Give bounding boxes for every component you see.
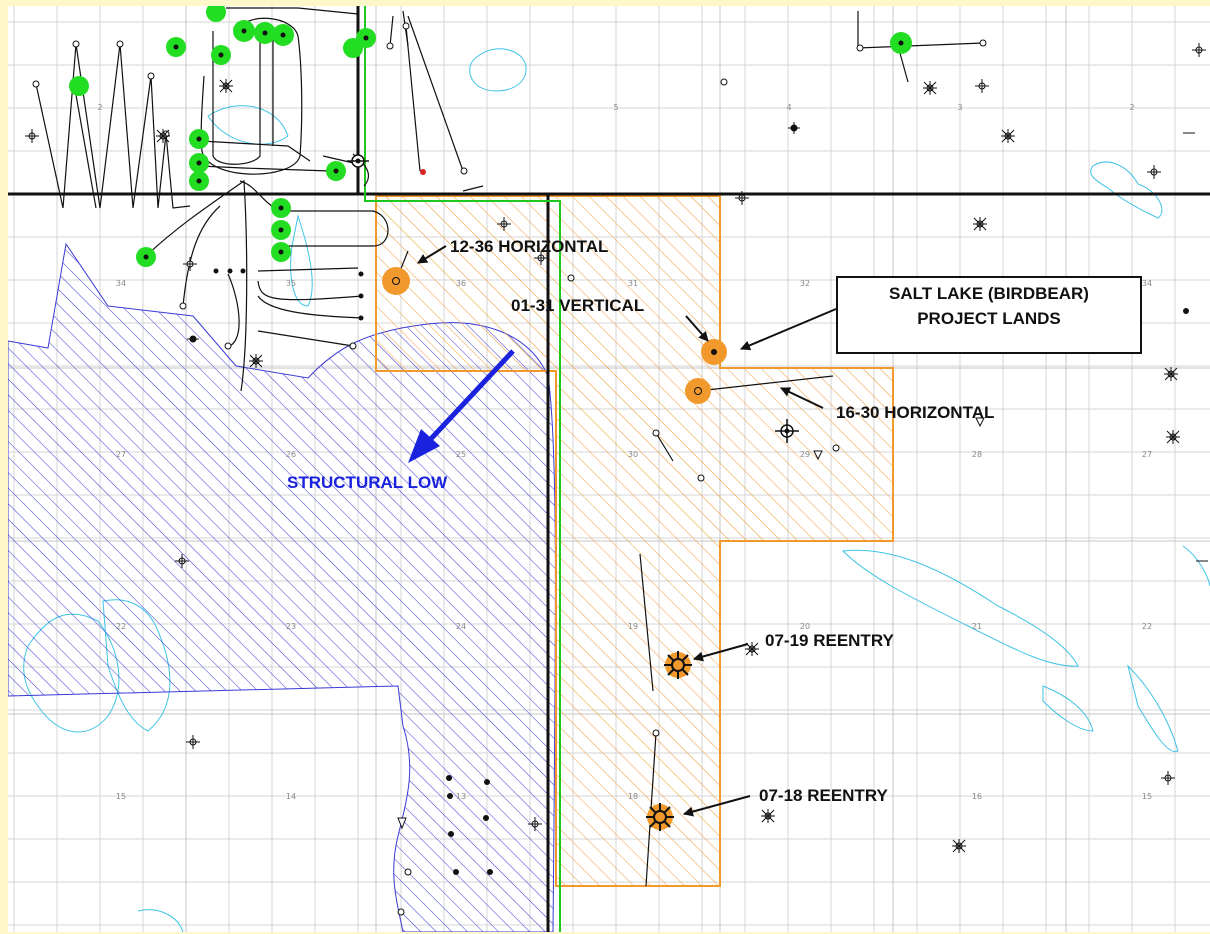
structural-low-arrow bbox=[408, 349, 515, 463]
label-project-lands-line1: SALT LAKE (BIRDBEAR) bbox=[889, 284, 1089, 303]
well-12-36 bbox=[382, 267, 410, 295]
lake-1 bbox=[841, 549, 1079, 667]
section-number: 26 bbox=[286, 450, 296, 459]
label-16-30-horizontal: 16-30 HORIZONTAL bbox=[836, 403, 994, 422]
section-number: 5 bbox=[613, 103, 618, 112]
well-07-18 bbox=[646, 803, 674, 831]
project-wells bbox=[382, 267, 727, 831]
pond-5 bbox=[1042, 685, 1094, 732]
label-01-31-vertical: 01-31 VERTICAL bbox=[511, 296, 644, 315]
abandoned-markers bbox=[397, 417, 985, 830]
section-number: 18 bbox=[628, 792, 638, 801]
section-number: 24 bbox=[456, 622, 466, 631]
label-project-lands-line2: PROJECT LANDS bbox=[917, 309, 1061, 328]
red-star-marker bbox=[420, 169, 426, 175]
section-number: 25 bbox=[456, 450, 466, 459]
pond-3 bbox=[207, 105, 289, 145]
section-number: 29 bbox=[800, 450, 810, 459]
well-map[interactable]: 2 5 4 3 2 34 35 36 31 32 34 27 26 25 30 … bbox=[8, 6, 1210, 932]
section-number: 3 bbox=[957, 103, 962, 112]
well-16-30 bbox=[685, 378, 711, 404]
section-number: 27 bbox=[1142, 450, 1152, 459]
section-number: 16 bbox=[972, 792, 982, 801]
location-markers bbox=[32, 22, 987, 916]
section-number: 27 bbox=[116, 450, 126, 459]
pond-7 bbox=[1182, 545, 1210, 587]
green-boundary-line bbox=[364, 6, 561, 932]
label-07-18-reentry: 07-18 REENTRY bbox=[759, 786, 888, 805]
section-number: 19 bbox=[628, 622, 638, 631]
callout-arrows bbox=[417, 245, 837, 817]
section-number: 34 bbox=[1142, 279, 1152, 288]
dry-hole-symbols bbox=[25, 43, 1208, 853]
section-number: 22 bbox=[116, 622, 126, 631]
section-number: 23 bbox=[286, 622, 296, 631]
pond-6 bbox=[1127, 664, 1179, 753]
section-number: 2 bbox=[1129, 103, 1134, 112]
pond-4 bbox=[290, 214, 313, 307]
section-number: 28 bbox=[972, 450, 982, 459]
section-number: 30 bbox=[628, 450, 638, 459]
well-trajectories bbox=[35, 7, 984, 887]
section-number: 2 bbox=[97, 103, 102, 112]
section-number: 31 bbox=[628, 279, 638, 288]
label-12-36-horizontal: 12-36 HORIZONTAL bbox=[450, 237, 608, 256]
pond-1 bbox=[469, 48, 527, 92]
section-number: 22 bbox=[1142, 622, 1152, 631]
pond-2 bbox=[1090, 161, 1163, 219]
section-number: 15 bbox=[1142, 792, 1152, 801]
section-number: 13 bbox=[456, 792, 466, 801]
pond-10 bbox=[137, 909, 184, 932]
project-lands-callout-box bbox=[836, 276, 1142, 354]
section-number: 35 bbox=[286, 279, 296, 288]
label-07-19-reentry: 07-19 REENTRY bbox=[765, 631, 894, 650]
section-number: 34 bbox=[116, 279, 126, 288]
section-number: 36 bbox=[456, 279, 466, 288]
section-number: 15 bbox=[116, 792, 126, 801]
well-07-19 bbox=[664, 651, 692, 679]
producing-well-centers bbox=[143, 28, 1189, 875]
section-number: 4 bbox=[786, 103, 791, 112]
section-number: 21 bbox=[972, 622, 982, 631]
section-number: 14 bbox=[286, 792, 296, 801]
section-number: 32 bbox=[800, 279, 810, 288]
label-structural-low: STRUCTURAL LOW bbox=[287, 473, 448, 492]
section-number: 20 bbox=[800, 622, 810, 631]
section-numbers: 2 5 4 3 2 34 35 36 31 32 34 27 26 25 30 … bbox=[97, 103, 1152, 801]
